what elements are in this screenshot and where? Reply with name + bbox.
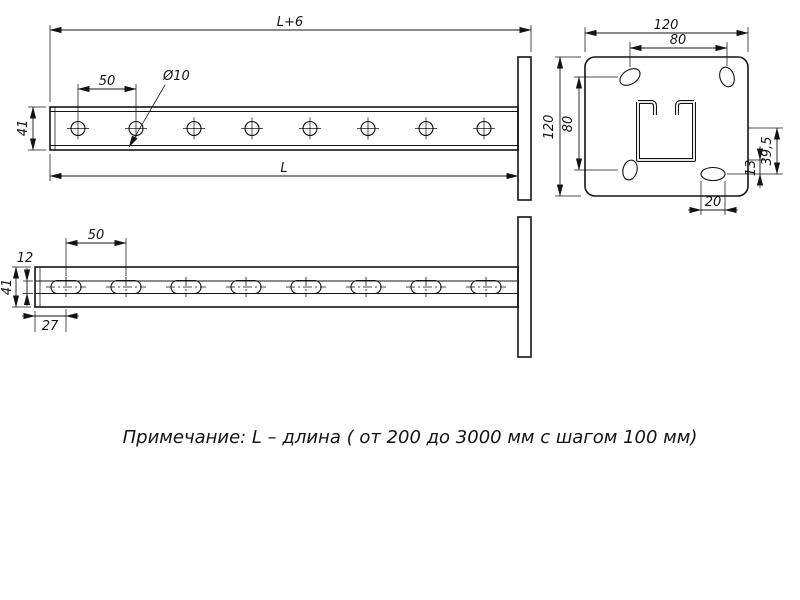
dim-profile-height-2: 41 [0,279,15,296]
dim-hole-diameter: Ø10 [162,69,190,84]
hole [299,117,321,140]
dim-length: L [280,161,287,176]
slot [106,277,146,297]
dim-hole-span-y: 80 [561,116,576,133]
dim-offset-39-5: 39,5 [760,137,775,166]
side-view: L+6 50 Ø10 41 L [16,15,532,201]
end-view: 120 80 120 80 13 39,5 20 [542,18,783,215]
dim-slot-pitch: 50 [88,228,105,243]
dim-plate-height: 120 [542,115,557,140]
hole [415,117,437,140]
plate-hole [622,159,638,181]
slot [166,277,206,297]
dim-profile-height: 41 [16,120,31,137]
end-plate-edge [517,56,532,201]
hole [473,117,495,140]
hole [241,117,263,140]
dim-offset-13: 13 [744,160,759,177]
plate-hole [719,66,735,88]
slot [346,277,386,297]
dim-web-12: 12 [17,251,34,266]
hole [357,117,379,140]
slot [406,277,446,297]
strut-channel-section [636,100,696,162]
dim-end-offset-27: 27 [42,319,59,334]
dim-plate-width: 120 [654,18,679,33]
slot [226,277,266,297]
slot [286,277,326,297]
end-plate-edge [517,216,532,358]
dim-slot-20: 20 [705,195,722,210]
plate-hole [619,68,641,86]
slot [46,277,86,297]
note-text: Примечание: L – длина ( от 200 до 3000 м… [123,427,698,448]
plate-slot [700,166,726,182]
dim-hole-span-x: 80 [670,33,687,48]
slotted-view: 50 41 12 27 [0,216,532,358]
hole [67,117,89,140]
hole [125,117,147,140]
end-plate-face [584,56,749,197]
dim-overall-length: L+6 [277,15,303,30]
strut-body [49,106,519,151]
slot [466,277,506,297]
dim-hole-pitch: 50 [99,74,116,89]
hole [183,117,205,140]
